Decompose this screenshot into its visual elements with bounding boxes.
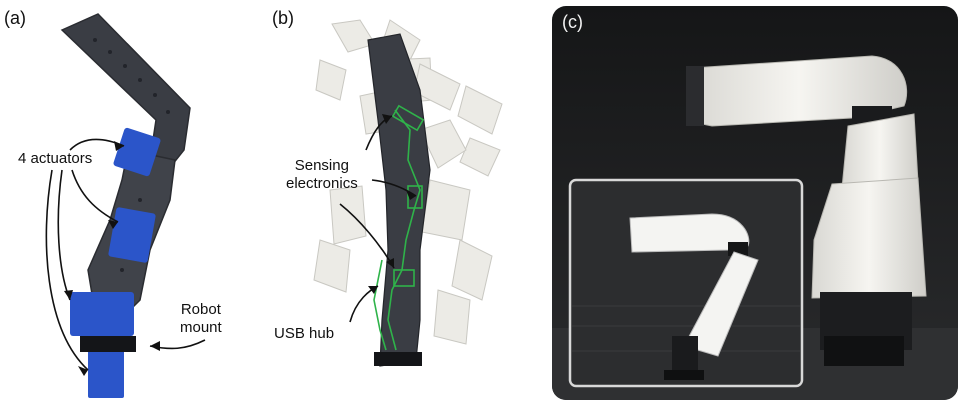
panel-label-b: (b)	[272, 8, 294, 28]
sensing-line1: Sensing	[294, 157, 349, 174]
robot-mount-line2: mount	[180, 319, 222, 336]
panel-b: (b) Sensing electronics USB hub	[270, 0, 550, 406]
panel-c-photo: (c)	[552, 6, 958, 400]
sensing-line2: electronics	[286, 175, 358, 192]
panel-label-c: (c)	[562, 12, 583, 32]
panel-a: (a) 4 actuators Robot mount	[0, 0, 270, 406]
robot-finger-photo	[552, 6, 958, 400]
actuators-callout: 4 actuators	[18, 150, 93, 167]
robot-mount-callout: Robot mount	[180, 301, 222, 337]
usb-hub-callout: USB hub	[274, 325, 335, 342]
wiring-trace	[373, 104, 425, 351]
robot-finger-cad-rendering	[45, 13, 206, 398]
sensing-electronics-callout: Sensing electronics	[286, 157, 358, 193]
panel-label-a: (a)	[4, 8, 26, 28]
exploded-view-rendering	[313, 19, 503, 367]
robot-mount-line1: Robot	[180, 301, 221, 318]
